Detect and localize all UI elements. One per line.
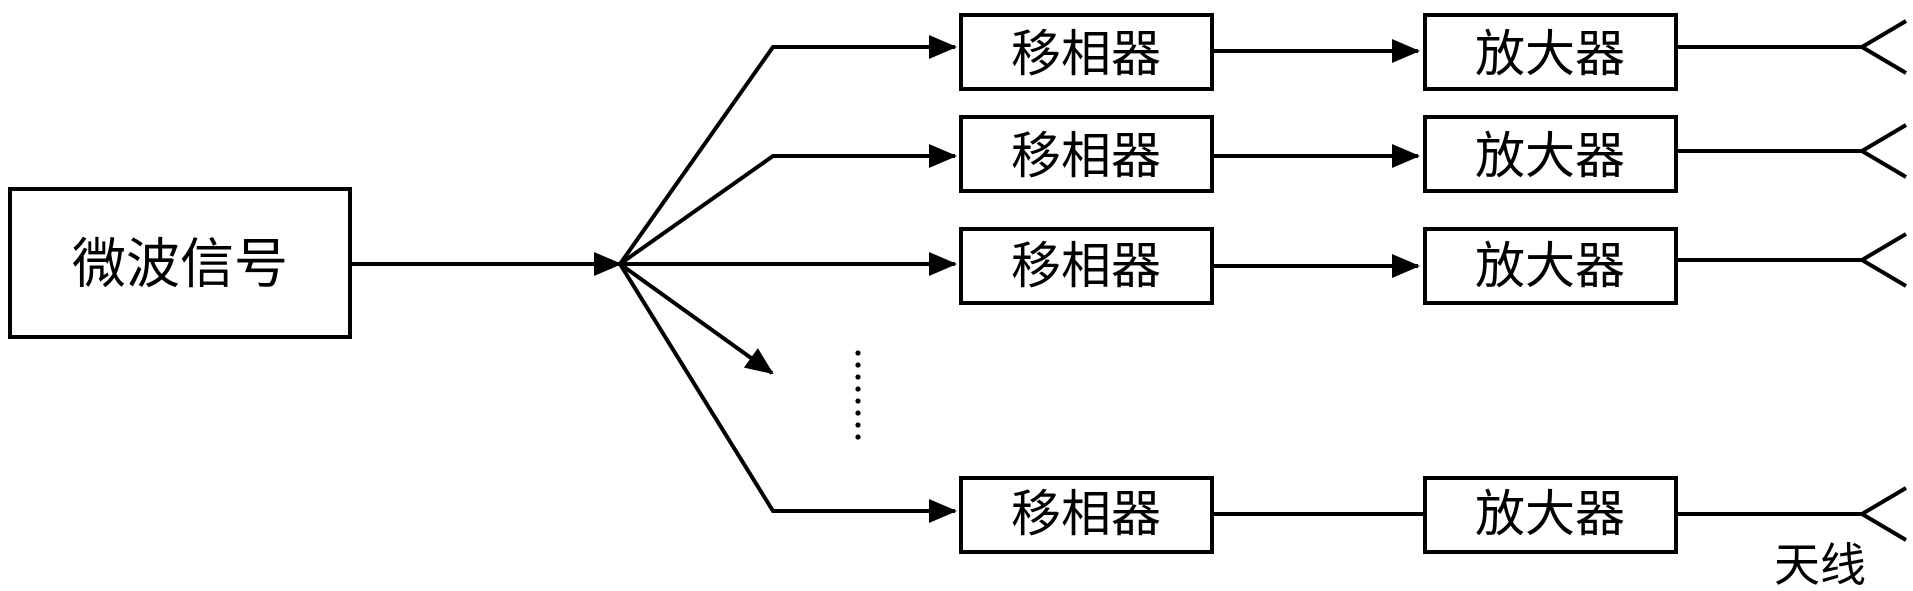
branch-4: 移相器 放大器 [618,262,1908,554]
branch-2-phase-shifter-box [959,115,1214,193]
branch-3-amplifier-label: 放大器 [1475,237,1625,295]
branch-2-amplifier-box [1423,115,1678,193]
branch-1-antenna-icon [1858,19,1908,75]
branch-3: 移相器 放大器 [620,227,1908,305]
branch-2-phase-shifter-label: 移相器 [1011,127,1161,185]
branch-2-antenna-icon [1858,123,1908,179]
branch-4-phase-shifter-label: 移相器 [1011,485,1161,543]
branch-1-phase-shifter-label: 移相器 [1011,25,1161,83]
vertical-ellipsis-icon [855,350,861,440]
branch-2-feed-arrow [618,144,957,266]
branch-4-amplifier-box [1423,476,1678,554]
branch-1-feed-arrow [618,35,957,266]
branch-1-amplifier-label: 放大器 [1475,25,1625,83]
antenna-label: 天线 [1774,538,1866,591]
branch-3-phase-shifter-label: 移相器 [1011,237,1161,295]
source-label: 微波信号 [72,233,288,296]
branch-4-antenna-icon [1858,486,1908,542]
branch-4-feed-arrow [618,262,957,523]
source-box [8,187,352,339]
source-block: 微波信号 [8,187,352,339]
additional-branches-arrow [618,262,774,375]
branch-1-amplifier-box [1423,13,1678,91]
branch-2: 移相器 放大器 [618,115,1908,266]
branch-3-phase-shifter-box [959,227,1214,305]
branch-3-antenna-icon [1858,232,1908,288]
branch-3-amplifier-box [1423,227,1678,305]
branch-4-phase-shifter-box [959,476,1214,554]
branch-4-amplifier-label: 放大器 [1475,485,1625,543]
branch-2-amplifier-label: 放大器 [1475,127,1625,185]
branch-1: 移相器 放大器 [618,13,1908,266]
